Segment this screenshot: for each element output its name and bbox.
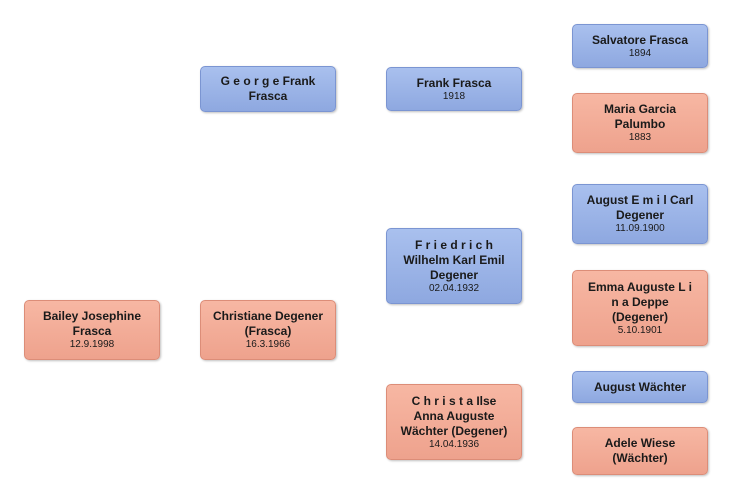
person-maria-palumbo[interactable]: Maria Garcia Palumbo 1883 <box>572 93 708 153</box>
person-name: Christiane Degener (Frasca) <box>212 309 324 338</box>
person-name: Emma Auguste L i n a Deppe (Degener) <box>587 279 693 324</box>
person-name: Bailey Josephine Frasca <box>42 309 142 338</box>
person-name: Maria Garcia Palumbo <box>603 102 677 131</box>
person-name: C h r i s t a Ilse Anna Auguste Wächter … <box>400 393 508 438</box>
person-name: August E m i l Carl Degener <box>586 193 694 222</box>
person-name: Adele Wiese (Wächter) <box>604 436 676 465</box>
person-emma-deppe[interactable]: Emma Auguste L i n a Deppe (Degener) 5.1… <box>572 270 708 346</box>
person-date: 1894 <box>628 47 652 59</box>
person-name: Salvatore Frasca <box>591 32 689 47</box>
person-name: August Wächter <box>593 379 686 394</box>
person-george-frasca[interactable]: G e o r g e Frank Frasca <box>200 66 336 112</box>
person-date: 14.04.1936 <box>428 438 480 450</box>
person-date: 12.9.1998 <box>69 339 115 350</box>
person-august-carl-degener[interactable]: August E m i l Carl Degener 11.09.1900 <box>572 184 708 244</box>
person-date: 02.04.1932 <box>428 282 480 294</box>
person-name: Frank Frasca <box>416 75 492 90</box>
person-date: 11.09.1900 <box>615 223 665 234</box>
person-frank-frasca[interactable]: Frank Frasca 1918 <box>386 67 522 111</box>
person-salvatore-frasca[interactable]: Salvatore Frasca 1894 <box>572 24 708 68</box>
person-friedrich-degener[interactable]: F r i e d r i c h Wilhelm Karl Emil Dege… <box>386 228 522 304</box>
person-date: 5.10.1901 <box>617 324 663 336</box>
person-bailey-frasca[interactable]: Bailey Josephine Frasca 12.9.1998 <box>24 300 160 360</box>
person-august-waechter[interactable]: August Wächter <box>572 371 708 403</box>
person-christa-waechter[interactable]: C h r i s t a Ilse Anna Auguste Wächter … <box>386 384 522 460</box>
person-name: F r i e d r i c h Wilhelm Karl Emil Dege… <box>403 237 505 282</box>
person-date: 1883 <box>628 132 652 143</box>
person-adele-wiese[interactable]: Adele Wiese (Wächter) <box>572 427 708 475</box>
person-date: 1918 <box>442 90 466 102</box>
person-christiane-degener[interactable]: Christiane Degener (Frasca) 16.3.1966 <box>200 300 336 360</box>
person-name: G e o r g e Frank Frasca <box>220 74 316 103</box>
person-date: 16.3.1966 <box>245 339 291 350</box>
